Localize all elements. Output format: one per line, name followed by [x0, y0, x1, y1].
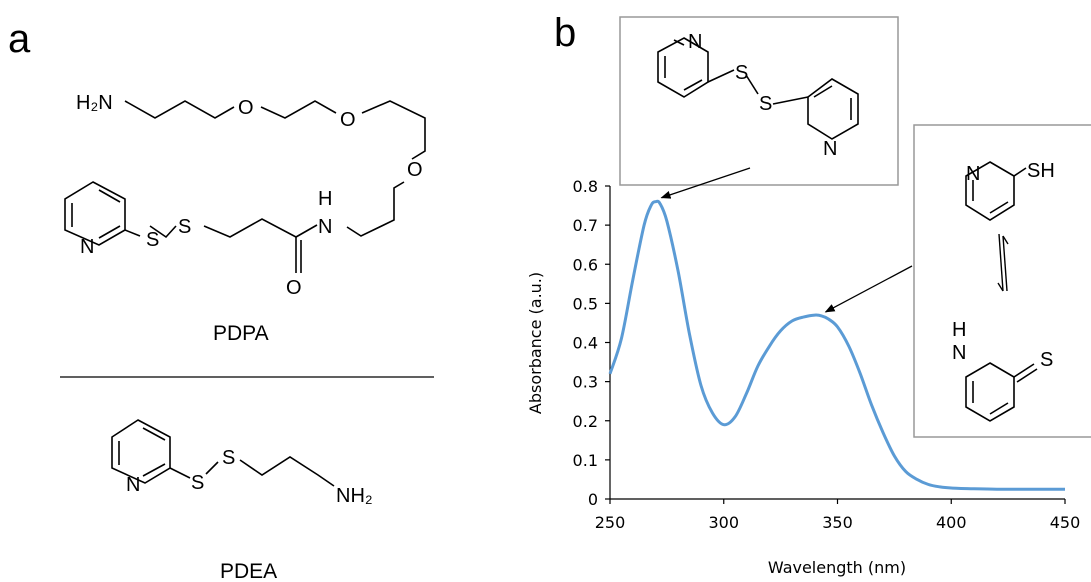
x-axis-title: Wavelength (nm) [768, 558, 906, 577]
absorbance-series-line [608, 199, 1065, 491]
pdpa-s1-label: S [146, 229, 159, 251]
pdea-ring-n-label: N [126, 474, 140, 496]
dipyridyl-disulfide-structure [657, 37, 859, 140]
dipyridyl-n2-label: N [823, 138, 837, 160]
pdpa-ring-n-label: N [80, 236, 94, 258]
x-ticks: 250 300 350 400 450 [595, 499, 1081, 532]
y-tick-label: 0 [588, 490, 598, 509]
pdea-structure [111, 419, 335, 487]
pdpa-o2-label: O [340, 109, 356, 131]
pdpa-structure [64, 100, 426, 273]
x-tick-label: 400 [936, 513, 967, 532]
panel-letter-a: a [8, 17, 31, 61]
y-ticks: 0 0.1 0.2 0.3 0.4 0.5 0.6 0.7 0.8 [573, 177, 610, 509]
pdpa-nh-h-label: H [318, 188, 332, 210]
pdea-s1-label: S [191, 472, 204, 494]
annotation-arrow-disulfide [660, 167, 751, 199]
absorbance-chart: 0 0.1 0.2 0.3 0.4 0.5 0.6 0.7 0.8 250 300 350 400 45… [526, 177, 1080, 577]
thiol-n-label: N [966, 163, 980, 185]
annotation-arrow-thione [824, 265, 913, 313]
y-tick-label: 0.4 [573, 334, 598, 353]
pdpa-h2n-label: H₂N [76, 92, 113, 114]
thione-s-label: S [1040, 349, 1053, 371]
thiol-sh-label: SH [1027, 160, 1055, 182]
pdpa-s2-label: S [178, 216, 191, 238]
y-tick-label: 0.6 [573, 255, 598, 274]
pdea-s2-label: S [222, 447, 235, 469]
y-tick-label: 0.8 [573, 177, 598, 196]
y-tick-label: 0.1 [573, 451, 598, 470]
y-tick-label: 0.2 [573, 412, 598, 431]
dipyridyl-s1-label: S [735, 62, 748, 84]
pdpa-carbonyl-o-label: O [286, 277, 302, 299]
x-tick-label: 250 [595, 513, 626, 532]
pdpa-o1-label: O [238, 97, 254, 119]
thiol-structure [965, 161, 1027, 221]
thione-n-label: N [952, 342, 966, 364]
thione-structure [965, 362, 1038, 422]
y-tick-label: 0.3 [573, 373, 598, 392]
dipyridyl-n1-label: N [688, 31, 702, 53]
y-tick-label: 0.5 [573, 294, 598, 313]
pdea-nh2-label: NH₂ [336, 485, 373, 507]
equilibrium-arrows [997, 233, 1009, 292]
thione-h-label: H [952, 319, 966, 341]
pdpa-nh-n-label: N [318, 216, 332, 238]
pdpa-o3-label: O [407, 159, 423, 181]
panel-letter-b: b [554, 11, 576, 55]
x-tick-label: 300 [708, 513, 739, 532]
y-axis-title: Absorbance (a.u.) [526, 272, 545, 414]
dipyridyl-s2-label: S [759, 93, 772, 115]
x-tick-label: 350 [822, 513, 853, 532]
pdpa-caption: PDPA [213, 322, 269, 345]
x-tick-label: 450 [1050, 513, 1081, 532]
y-tick-label: 0.7 [573, 216, 598, 235]
pdea-caption: PDEA [220, 560, 277, 582]
